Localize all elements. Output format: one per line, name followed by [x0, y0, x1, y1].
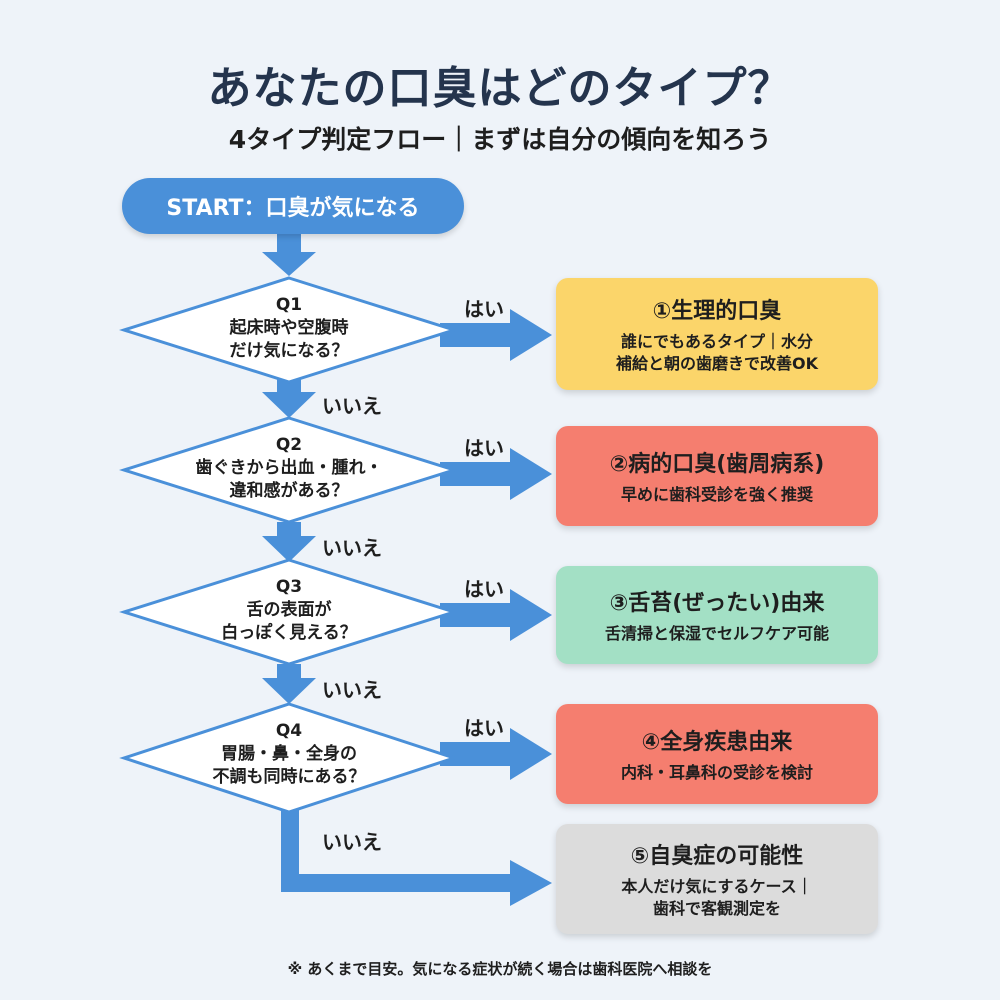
arrow-yes-1-head [510, 309, 552, 361]
result-3-line1: 舌清掃と保湿でセルフケア可能 [604, 624, 829, 643]
result-box-3: ③舌苔(ぜったい)由来 舌清掃と保湿でセルフケア可能 [556, 566, 878, 664]
arrow-yes-3 [440, 603, 512, 627]
diamond-q3 [119, 558, 459, 666]
question-q3: Q3 舌の表面が 白っぽく見える？ [139, 576, 439, 645]
result-box-1: ①生理的口臭 誰にでもあるタイプ｜水分 補給と朝の歯磨きで改善OK [556, 278, 878, 390]
question-q4-id: Q4 [275, 721, 303, 741]
arrow-q2-q3 [277, 522, 301, 538]
question-q2-line1: 歯ぐきから出血・腫れ・ [195, 458, 383, 478]
yes-label-q4: はい [464, 716, 504, 740]
arrow-no-4-down [281, 810, 299, 892]
question-q1-id: Q1 [275, 295, 303, 315]
result-5-line2: 歯科で客観測定を [652, 899, 781, 918]
arrow-q3-q4 [277, 664, 301, 680]
arrow-start-q1-head [262, 252, 316, 276]
arrow-no-4-right [281, 874, 513, 892]
result-4-title: ④全身疾患由来 [641, 730, 793, 755]
question-q3-line1: 舌の表面が [246, 600, 332, 620]
arrow-q2-q3-head [262, 536, 316, 562]
result-2-line1: 早めに歯科受診を強く推奨 [620, 485, 813, 504]
result-5-line1: 本人だけ気にするケース｜ [621, 877, 813, 896]
page-title: あなたの口臭はどのタイプ？ [207, 63, 793, 114]
question-q2-id: Q2 [275, 435, 303, 455]
question-q4-line2: 不調も同時にある？ [212, 767, 366, 787]
arrow-start-q1 [277, 232, 301, 254]
arrow-yes-4 [440, 742, 512, 766]
yes-label-q3: はい [464, 577, 504, 601]
arrow-yes-2 [440, 462, 512, 486]
no-label-q1: いいえ [322, 394, 382, 418]
result-2-title: ②病的口臭(歯周病系) [609, 452, 825, 477]
arrow-yes-2-head [510, 448, 552, 500]
result-5-title: ⑤自臭症の可能性 [630, 844, 804, 869]
result-4-line1: 内科・耳鼻科の受診を検討 [620, 763, 813, 782]
no-label-q4: いいえ [322, 830, 382, 854]
diamond-q1 [119, 276, 459, 384]
question-q3-line2: 白っぽく見える？ [221, 623, 357, 643]
diamond-q4 [119, 702, 459, 814]
result-1-title: ①生理的口臭 [652, 299, 782, 324]
result-box-5: ⑤自臭症の可能性 本人だけ気にするケース｜ 歯科で客観測定を [556, 824, 878, 934]
question-q3-id: Q3 [275, 577, 303, 597]
question-q1-line2: だけ気になる？ [229, 341, 349, 361]
diamond-q2 [119, 416, 459, 524]
question-q2-line2: 違和感がある？ [229, 481, 349, 501]
arrow-q1-q2-head [262, 392, 316, 418]
footnote: ※ あくまで目安。気になる症状が続く場合は歯科医院へ相談を [287, 960, 713, 978]
start-node: START：口臭が気になる [122, 178, 464, 234]
result-box-4: ④全身疾患由来 内科・耳鼻科の受診を検討 [556, 704, 878, 804]
result-3-title: ③舌苔(ぜったい)由来 [609, 591, 825, 616]
arrow-yes-1 [440, 323, 512, 347]
result-1-line1: 誰にでもあるタイプ｜水分 [620, 332, 813, 351]
arrow-no-4-head [510, 860, 552, 906]
result-box-2: ②病的口臭(歯周病系) 早めに歯科受診を強く推奨 [556, 426, 878, 526]
result-1-line2: 補給と朝の歯磨きで改善OK [615, 354, 818, 373]
yes-label-q1: はい [464, 297, 504, 321]
arrow-q3-q4-head [262, 678, 316, 704]
question-q1: Q1 起床時や空腹時 だけ気になる？ [139, 294, 439, 363]
page-subtitle: 4タイプ判定フロー｜まずは自分の傾向を知ろう [228, 125, 772, 154]
question-q4: Q4 胃腸・鼻・全身の 不調も同時にある？ [139, 720, 439, 789]
no-label-q3: いいえ [322, 678, 382, 702]
question-q2: Q2 歯ぐきから出血・腫れ・ 違和感がある？ [139, 434, 439, 503]
question-q4-line1: 胃腸・鼻・全身の [221, 744, 357, 764]
yes-label-q2: はい [464, 436, 504, 460]
arrow-yes-3-head [510, 589, 552, 641]
question-q1-line1: 起床時や空腹時 [229, 318, 349, 338]
arrow-yes-4-head [510, 728, 552, 780]
no-label-q2: いいえ [322, 536, 382, 560]
